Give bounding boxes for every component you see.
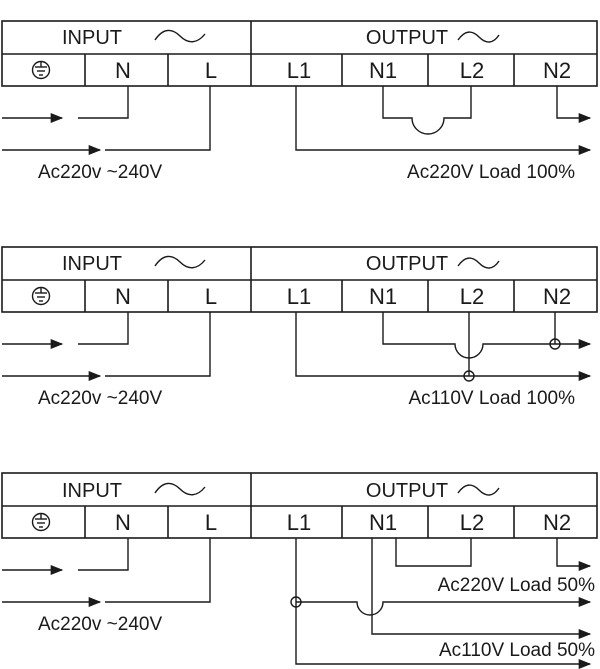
- wiring: [2, 538, 592, 669]
- junction-dot: [463, 370, 475, 382]
- input-voltage-label: Ac220v ~240V: [38, 614, 162, 635]
- terminal-n: N: [115, 284, 131, 309]
- ac-sine-icon: [457, 31, 500, 43]
- terminal-l1: L1: [287, 284, 311, 309]
- input-voltage-label: Ac220v ~240V: [38, 388, 162, 409]
- terminal-l2: L2: [460, 510, 484, 535]
- output-caption-1: Ac220V Load 50%: [438, 575, 596, 596]
- terminal-l: L: [205, 510, 217, 535]
- output-caption: Ac220V Load 100%: [407, 162, 575, 183]
- terminal-n: N: [115, 510, 131, 535]
- terminal-l1: L1: [287, 58, 311, 83]
- terminal-n1: N1: [369, 284, 397, 309]
- output-caption: Ac110V Load 100%: [408, 388, 575, 409]
- input-voltage-label: Ac220v ~240V: [38, 162, 162, 183]
- terminal-n1: N1: [369, 58, 397, 83]
- panel-1: INPUT OUTPUT N L L1 N1 L2 N2 Ac220v ~240…: [1, 20, 598, 183]
- terminal-block: [1, 246, 598, 313]
- junction-dot: [549, 338, 561, 350]
- terminal-n1: N1: [369, 510, 397, 535]
- input-label: INPUT: [62, 253, 122, 275]
- input-label: INPUT: [62, 480, 122, 502]
- output-label: OUTPUT: [366, 27, 448, 49]
- terminal-l1: L1: [287, 510, 311, 535]
- terminal-l2: L2: [460, 58, 484, 83]
- output-label: OUTPUT: [366, 253, 448, 275]
- input-label: INPUT: [62, 27, 122, 49]
- terminal-l2: L2: [460, 284, 484, 309]
- terminal-block: [1, 20, 598, 87]
- ac-sine-icon: [154, 29, 206, 43]
- terminal-block: [1, 472, 598, 539]
- wiring: [2, 86, 592, 156]
- terminal-l: L: [205, 284, 217, 309]
- ac-sine-icon: [457, 484, 500, 496]
- ground-terminal-icon: [31, 286, 51, 306]
- terminal-l: L: [205, 58, 217, 83]
- output-label: OUTPUT: [366, 480, 448, 502]
- terminal-n2: N2: [543, 58, 571, 83]
- ac-sine-icon: [154, 482, 206, 496]
- wiring: [2, 312, 592, 382]
- terminal-n2: N2: [543, 284, 571, 309]
- ac-sine-icon: [457, 257, 500, 269]
- panel-2: INPUT OUTPUT N L L1 N1 L2 N2 Ac2: [1, 246, 598, 409]
- ac-sine-icon: [154, 255, 206, 269]
- ground-terminal-icon: [31, 60, 51, 80]
- terminal-n2: N2: [543, 510, 571, 535]
- output-caption-2: Ac110V Load 50%: [439, 640, 595, 661]
- panel-3: INPUT OUTPUT N L L1 N1 L2 N2 Ac2: [1, 472, 598, 669]
- ground-terminal-icon: [31, 512, 51, 532]
- terminal-n: N: [115, 58, 131, 83]
